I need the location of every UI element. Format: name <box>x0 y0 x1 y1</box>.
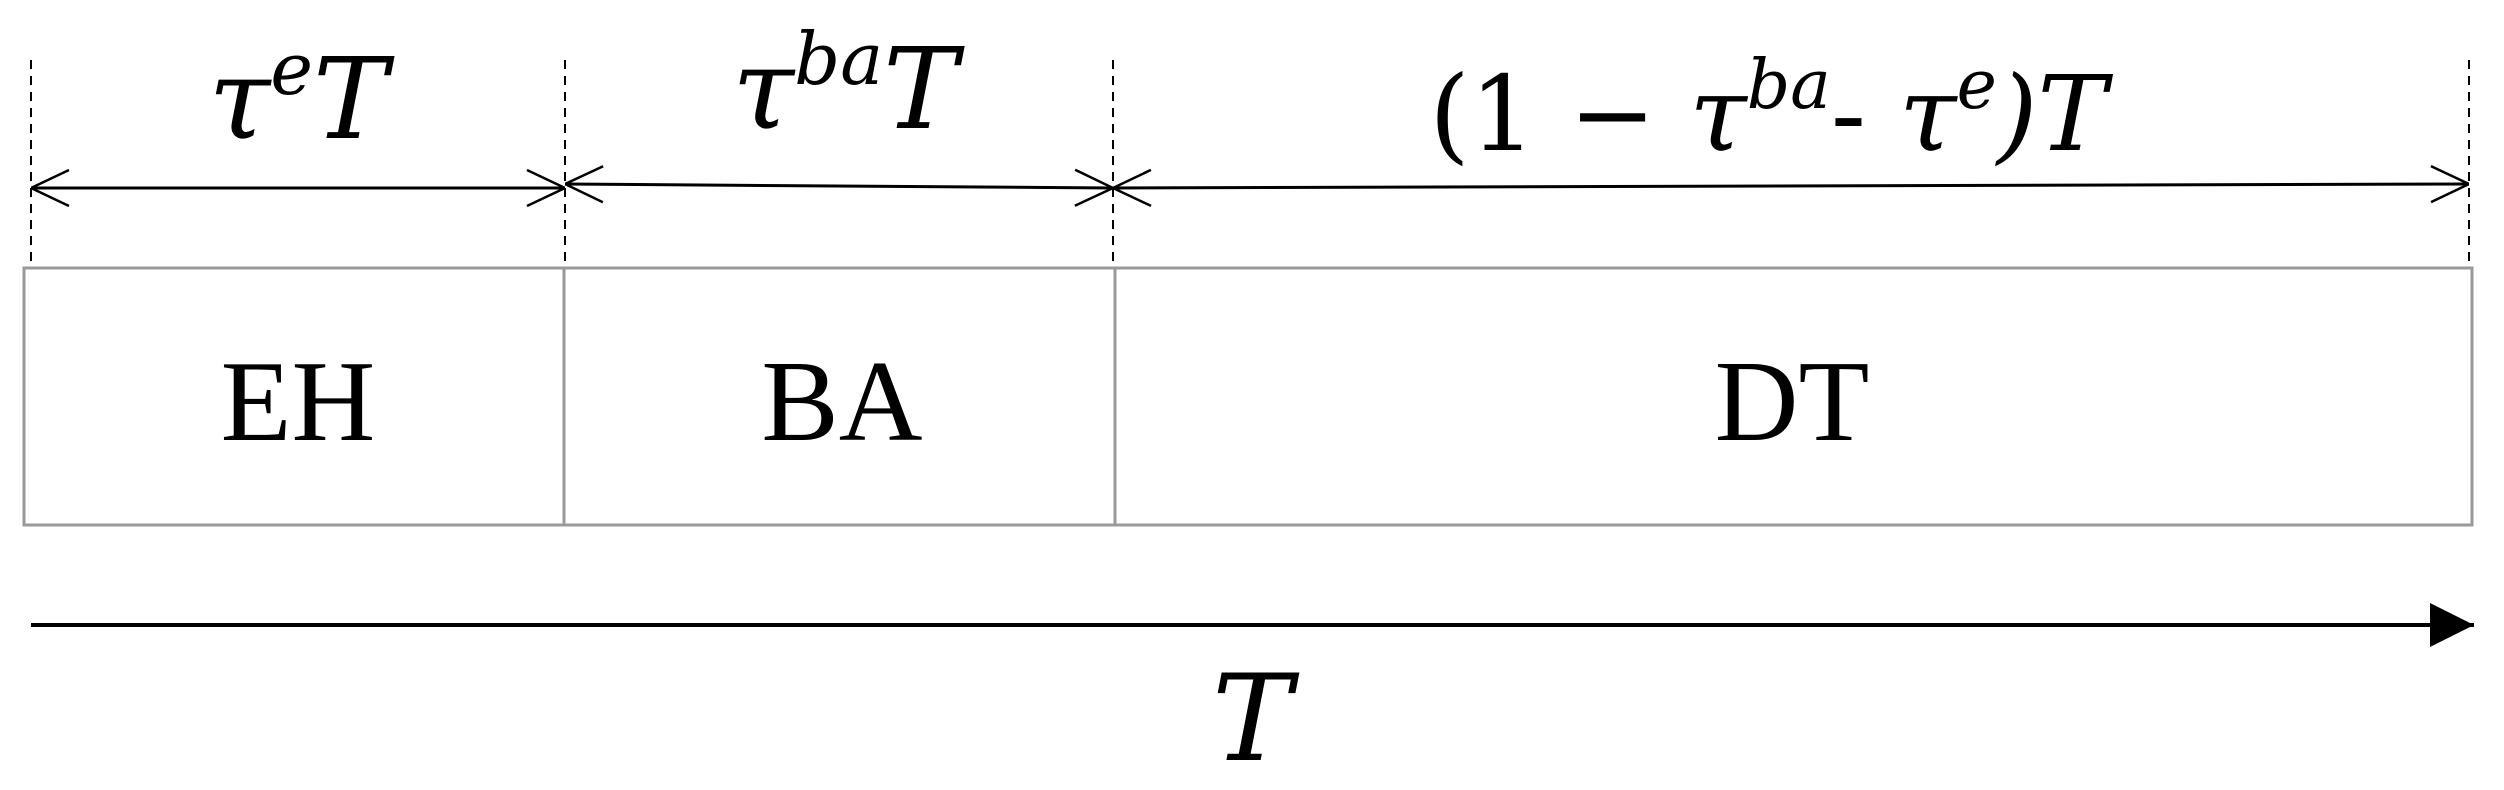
ba-duration-arrow <box>565 184 1113 188</box>
timeline-label: T <box>1212 650 1300 789</box>
eh-duration-label: τeT <box>208 27 395 165</box>
dt-segment-label: DT <box>1715 338 1870 466</box>
ba-segment-label: BA <box>761 338 922 466</box>
dt-duration-label: (1 − τba- τe)T <box>1429 46 2113 175</box>
dt-duration-arrow <box>1113 184 2469 188</box>
dt-segment-box <box>1113 266 2474 527</box>
ba-duration-label: τbaT <box>732 17 965 155</box>
eh-segment-label: EH <box>221 338 376 466</box>
